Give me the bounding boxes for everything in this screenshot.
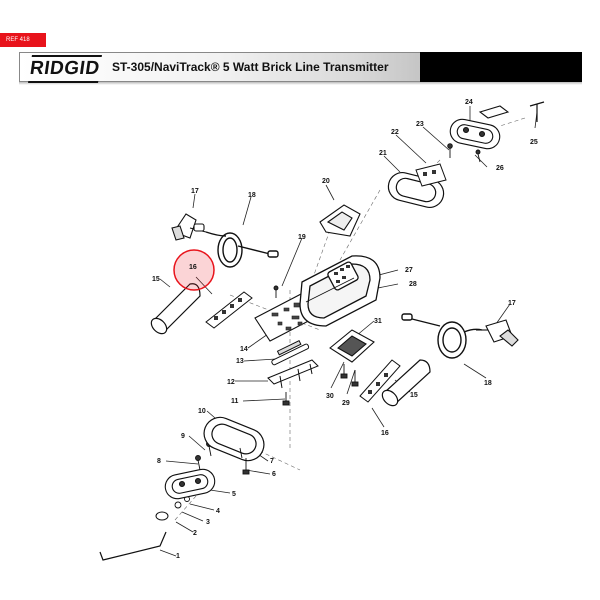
callout-15-right: 15 <box>410 392 418 399</box>
callout-31: 31 <box>374 318 382 325</box>
part-10-gasket <box>203 416 265 462</box>
part-5-end-cap <box>164 468 216 500</box>
callout-20: 20 <box>322 178 330 185</box>
leader-lines <box>159 106 538 557</box>
part-22-contact-top <box>415 163 447 187</box>
part-18-cable-coil-left <box>205 231 279 268</box>
part-12-bracket <box>267 359 319 389</box>
callout-labels: 1 2 3 4 5 6 7 8 9 10 11 12 13 14 15 15 1… <box>152 99 538 560</box>
document-title: ST-305/NaviTrack® 5 Watt Brick Line Tran… <box>112 60 389 74</box>
callout-2: 2 <box>193 530 197 537</box>
highlight-circle-callout-16 <box>173 249 215 291</box>
callout-9: 9 <box>181 433 185 440</box>
callout-8: 8 <box>157 458 161 465</box>
part-11-screw <box>282 392 290 406</box>
callout-27: 27 <box>405 267 413 274</box>
part-2-oring <box>155 511 169 521</box>
assembly-axis-lines <box>174 117 526 521</box>
part-1-hex-key <box>99 531 167 561</box>
callout-3: 3 <box>206 519 210 526</box>
callout-21: 21 <box>379 150 387 157</box>
part-30-window <box>340 364 348 379</box>
part-18-cable-coil-right <box>401 313 483 359</box>
callout-22: 22 <box>391 129 399 136</box>
callout-18-left: 18 <box>248 192 256 199</box>
part-16-contact-strip-right <box>359 359 401 403</box>
part-25-t-handle <box>529 101 545 122</box>
part-28-housing-seal <box>305 277 355 303</box>
callout-19: 19 <box>298 234 306 241</box>
part-19-screw <box>273 285 279 298</box>
part-29-screw <box>351 370 359 387</box>
callout-25: 25 <box>530 139 538 146</box>
ref-tag: REF 418 <box>0 33 46 47</box>
callout-17-left: 17 <box>191 188 199 195</box>
part-16-contact-strip-left <box>205 291 253 329</box>
callout-1: 1 <box>176 553 180 560</box>
callout-5: 5 <box>232 491 236 498</box>
callout-7: 7 <box>270 458 274 465</box>
part-3-4-fasteners <box>174 496 190 509</box>
callout-28: 28 <box>409 281 417 288</box>
callout-29: 29 <box>342 400 350 407</box>
callout-18-right: 18 <box>484 380 492 387</box>
callout-26: 26 <box>496 165 504 172</box>
part-27-main-housing <box>299 255 381 327</box>
part-17-clip-lead-left <box>171 213 207 241</box>
part-15-battery-tube-left <box>150 283 201 335</box>
callout-30: 30 <box>326 393 334 400</box>
callout-4: 4 <box>216 508 220 515</box>
callout-16-right: 16 <box>381 430 389 437</box>
callout-13: 13 <box>236 358 244 365</box>
part-24-end-cap-top <box>449 105 510 150</box>
part-15-battery-tube-right <box>381 359 431 407</box>
part-13-shaft <box>271 340 310 366</box>
callout-6: 6 <box>272 471 276 478</box>
part-6-7-screws <box>239 447 250 475</box>
part-20-inner-frame <box>319 204 361 237</box>
part-26-screw <box>475 149 481 163</box>
part-31-display-frame <box>329 329 375 363</box>
callout-11: 11 <box>231 398 239 405</box>
callout-16-left: 16 <box>189 264 197 271</box>
callout-23: 23 <box>416 121 424 128</box>
part-23-screw <box>447 143 453 158</box>
callout-15-left: 15 <box>152 276 160 283</box>
part-17-clip-lead-right <box>476 319 519 347</box>
callout-14: 14 <box>240 346 248 353</box>
header-shadow <box>19 82 582 85</box>
callout-12: 12 <box>227 379 235 386</box>
callout-24: 24 <box>465 99 473 106</box>
callout-10: 10 <box>198 408 206 415</box>
callout-17-right: 17 <box>508 300 516 307</box>
header-black-block <box>420 52 582 82</box>
